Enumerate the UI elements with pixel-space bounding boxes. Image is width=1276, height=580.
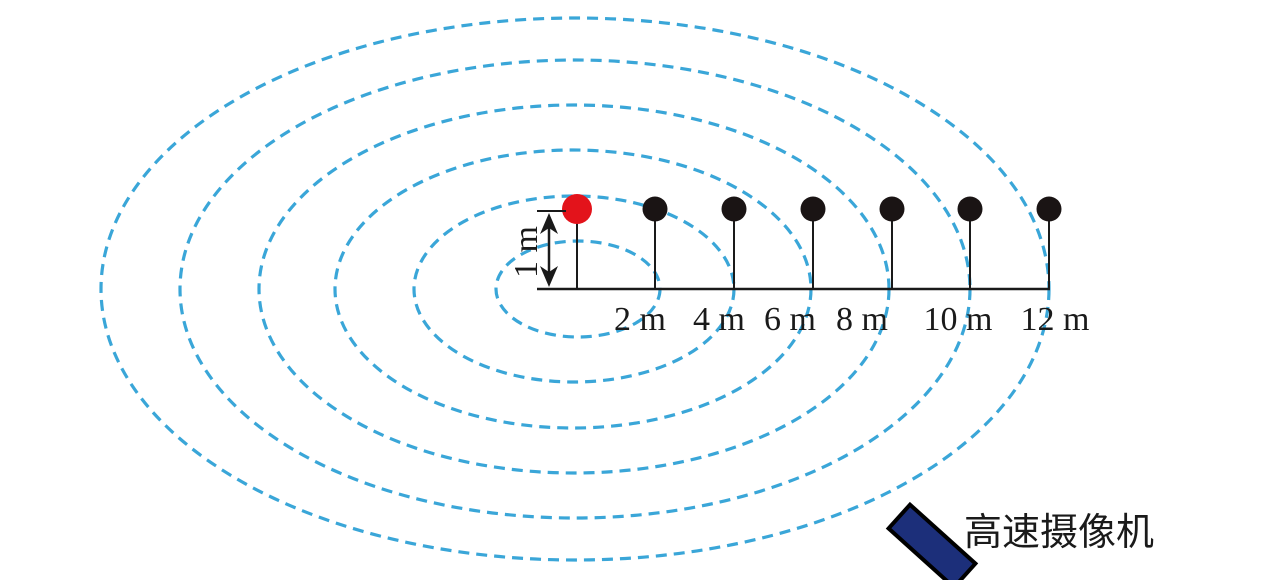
distance-label-group: 2 m 4 m 6 m 8 m 10 m 12 m <box>614 301 1089 338</box>
sensor-marker <box>1036 196 1062 222</box>
sensor-marker <box>642 196 668 222</box>
marker-group <box>562 194 1062 289</box>
distance-label: 6 m <box>764 301 816 338</box>
distance-label: 12 m <box>1021 301 1090 338</box>
camera-group: 高速摄像机 <box>885 501 1154 580</box>
arrow-up-icon <box>540 213 558 234</box>
sensor-marker <box>800 196 826 222</box>
wave-front-group <box>99 16 1051 562</box>
source-marker <box>562 194 592 224</box>
distance-label: 8 m <box>836 301 888 338</box>
height-label: 1 m <box>508 226 545 278</box>
height-dimension: 1 m <box>508 210 566 287</box>
sensor-marker <box>721 196 747 222</box>
sensor-marker <box>957 196 983 222</box>
arrow-down-icon <box>540 266 558 287</box>
distance-label: 4 m <box>693 301 745 338</box>
camera-label: 高速摄像机 <box>964 510 1154 554</box>
camera-icon <box>885 501 979 580</box>
distance-label: 10 m <box>924 301 993 338</box>
sensor-marker <box>879 196 905 222</box>
distance-label: 2 m <box>614 301 666 338</box>
